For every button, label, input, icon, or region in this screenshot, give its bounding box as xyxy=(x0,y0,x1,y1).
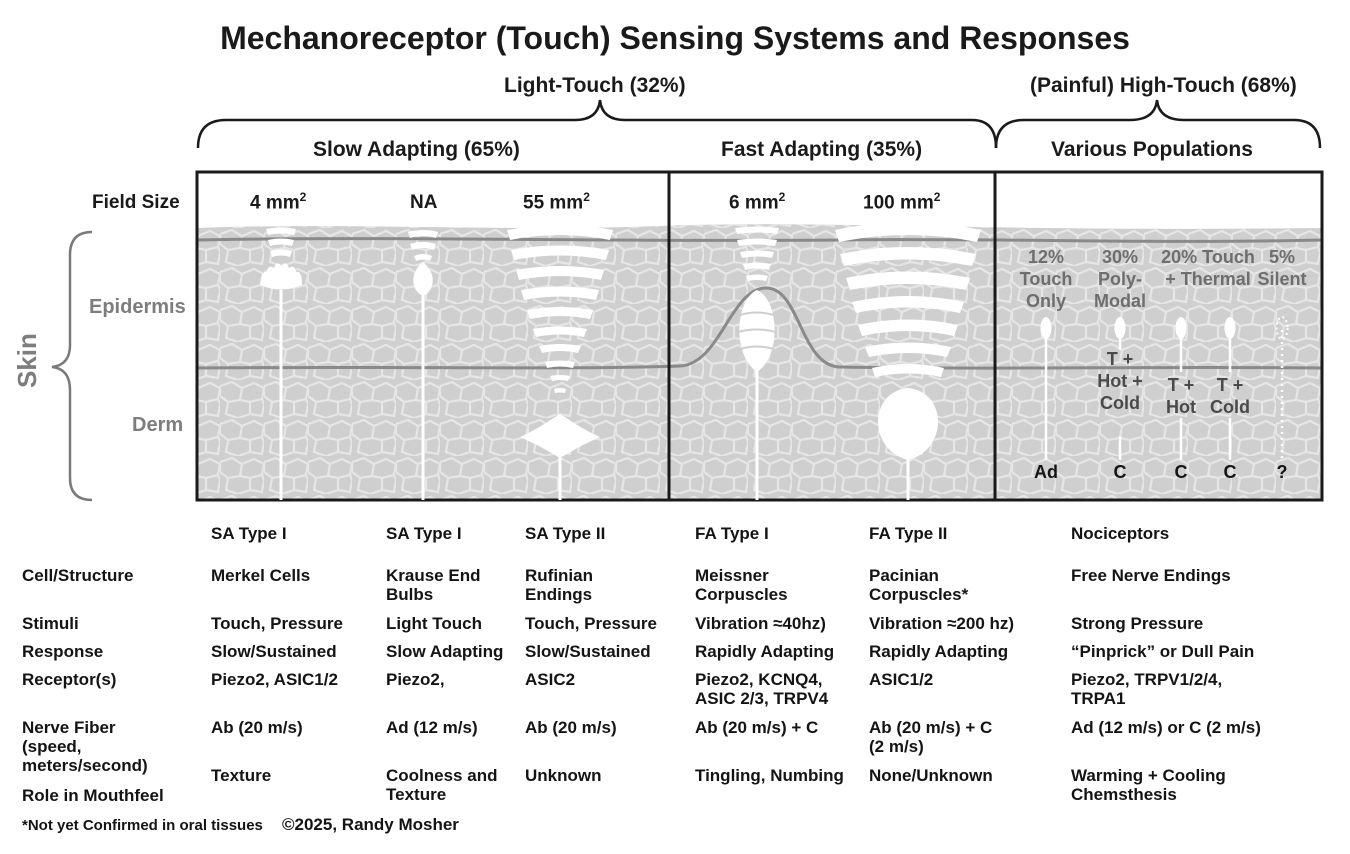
high-touch-label: (Painful) High-Touch (68%) xyxy=(1030,74,1297,97)
cell-structure-3: Meissner Corpuscles xyxy=(695,566,788,604)
cell-receptors-3: Piezo2, KCNQ4, ASIC 2/3, TRPV4 xyxy=(695,670,829,708)
cell-fiber-1: Ad (12 m/s) xyxy=(386,718,478,737)
row-label-response: Response xyxy=(22,642,104,661)
row-label-nerve-fiber: Nerve Fiber (speed, meters/second) xyxy=(22,718,148,775)
field-size-ruffini: 55 mm2 xyxy=(523,190,590,214)
cell-receptors-0: Piezo2, ASIC1/2 xyxy=(211,670,338,689)
cell-stimuli-4: Vibration ≈200 hz) xyxy=(869,614,1015,633)
skin-brace xyxy=(51,230,93,502)
high-touch-brace xyxy=(994,99,1322,149)
fast-adapting-label: Fast Adapting (35%) xyxy=(721,138,923,161)
derm-label: Derm xyxy=(132,414,184,436)
cell-mouthfeel-1: Coolness and Texture xyxy=(386,766,498,804)
meissner-receptor xyxy=(735,226,779,500)
cell-mouthfeel-3: Tingling, Numbing xyxy=(695,766,844,785)
row-label-cell-structure: Cell/Structure xyxy=(22,566,134,585)
cell-structure-2: Rufinian Endings xyxy=(525,566,593,604)
pop-poly-modal: 30% Poly-Modal xyxy=(1094,247,1146,311)
row-label-mouthfeel: Role in Mouthfeel xyxy=(22,786,164,805)
col-header-nociceptors: Nociceptors xyxy=(1071,524,1170,543)
cell-response-5: “Pinprick” or Dull Pain xyxy=(1071,642,1255,661)
fiber-c-hot: C xyxy=(1174,462,1188,482)
cell-fiber-4: Ab (20 m/s) + C (2 m/s) xyxy=(869,718,993,756)
krause-receptor xyxy=(408,230,438,500)
cell-structure-4: Pacinian Corpuscles* xyxy=(869,566,969,604)
field-size-pacinian: 100 mm2 xyxy=(863,190,941,214)
light-touch-brace xyxy=(196,99,998,149)
pop-touch-thermal: 20% Touch + Thermal xyxy=(1161,247,1255,289)
cell-response-3: Rapidly Adapting xyxy=(695,642,835,661)
col-header-fa1: FA Type I xyxy=(695,524,769,543)
cell-stimuli-1: Light Touch xyxy=(386,614,482,633)
cell-structure-0: Merkel Cells xyxy=(211,566,311,585)
col-header-sa1-merkel: SA Type I xyxy=(211,524,287,543)
pop-touch-only: 12% Touch Only xyxy=(1019,247,1073,311)
field-size-label: Field Size xyxy=(92,192,180,213)
fiber-c-cold: C xyxy=(1223,462,1237,482)
ruffini-receptor xyxy=(507,225,613,500)
field-size-merkel: 4 mm2 xyxy=(250,190,307,214)
col-header-sa1-krause: SA Type I xyxy=(386,524,462,543)
slow-adapting-label: Slow Adapting (65%) xyxy=(313,138,520,161)
col-header-sa2: SA Type II xyxy=(525,524,606,543)
cell-receptors-4: ASIC1/2 xyxy=(869,670,934,689)
pop-silent: 5% Silent xyxy=(1257,247,1307,289)
cell-response-0: Slow/Sustained xyxy=(211,642,337,661)
field-size-meissner: 6 mm2 xyxy=(729,190,786,214)
col-header-fa2: FA Type II xyxy=(869,524,948,543)
stim-touch-cold: T + Cold xyxy=(1210,375,1250,417)
row-label-receptors: Receptor(s) xyxy=(22,670,117,689)
cell-stimuli-5: Strong Pressure xyxy=(1071,614,1204,633)
cell-stimuli-3: Vibration ≈40hz) xyxy=(695,614,826,633)
fiber-unknown: ? xyxy=(1276,462,1288,482)
stim-touch-hot: T + Hot xyxy=(1166,375,1196,417)
diagram-frame xyxy=(195,170,1324,502)
epidermis-bottom-line xyxy=(196,286,1323,370)
cell-receptors-2: ASIC2 xyxy=(525,670,576,689)
cell-mouthfeel-2: Unknown xyxy=(525,766,602,785)
cell-mouthfeel-0: Texture xyxy=(211,766,272,785)
page-title: Mechanoreceptor (Touch) Sensing Systems … xyxy=(220,20,1130,56)
cell-response-1: Slow Adapting xyxy=(386,642,504,661)
stim-poly-modal: T + Hot + Cold xyxy=(1097,349,1143,413)
cell-receptors-5: Piezo2, TRPV1/2/4, TRPA1 xyxy=(1071,670,1223,708)
various-populations-label: Various Populations xyxy=(1051,138,1253,161)
cell-fiber-5: Ad (12 m/s) or C (2 m/s) xyxy=(1071,718,1261,737)
cell-response-2: Slow/Sustained xyxy=(525,642,651,661)
cell-response-4: Rapidly Adapting xyxy=(869,642,1009,661)
field-size-krause: NA xyxy=(410,192,438,213)
merkel-receptor xyxy=(260,227,302,500)
cell-stimuli-2: Touch, Pressure xyxy=(525,614,657,633)
footnote: *Not yet Confirmed in oral tissues xyxy=(22,817,263,834)
cell-receptors-1: Piezo2, xyxy=(386,670,445,689)
cell-fiber-2: Ab (20 m/s) xyxy=(525,718,617,737)
fiber-c-poly: C xyxy=(1113,462,1127,482)
cell-structure-1: Krause End Bulbs xyxy=(386,566,481,604)
epidermis-top-line xyxy=(196,237,1323,243)
cell-fiber-0: Ab (20 m/s) xyxy=(211,718,303,737)
cell-fiber-3: Ab (20 m/s) + C xyxy=(695,718,819,737)
copyright: ©2025, Randy Mosher xyxy=(282,815,459,834)
cell-stimuli-0: Touch, Pressure xyxy=(211,614,343,633)
nociceptor-fibers xyxy=(1040,316,1289,460)
cell-mouthfeel-5: Warming + Cooling Chemsthesis xyxy=(1071,766,1226,804)
row-label-stimuli: Stimuli xyxy=(22,614,79,633)
cell-structure-5: Free Nerve Endings xyxy=(1071,566,1231,585)
fiber-ad: Ad xyxy=(1034,462,1058,482)
epidermis-label: Epidermis xyxy=(89,296,186,318)
cell-mouthfeel-4: None/Unknown xyxy=(869,766,993,785)
pacinian-receptor xyxy=(835,222,981,500)
light-touch-label: Light-Touch (32%) xyxy=(504,74,686,97)
skin-label: Skin xyxy=(12,333,42,388)
